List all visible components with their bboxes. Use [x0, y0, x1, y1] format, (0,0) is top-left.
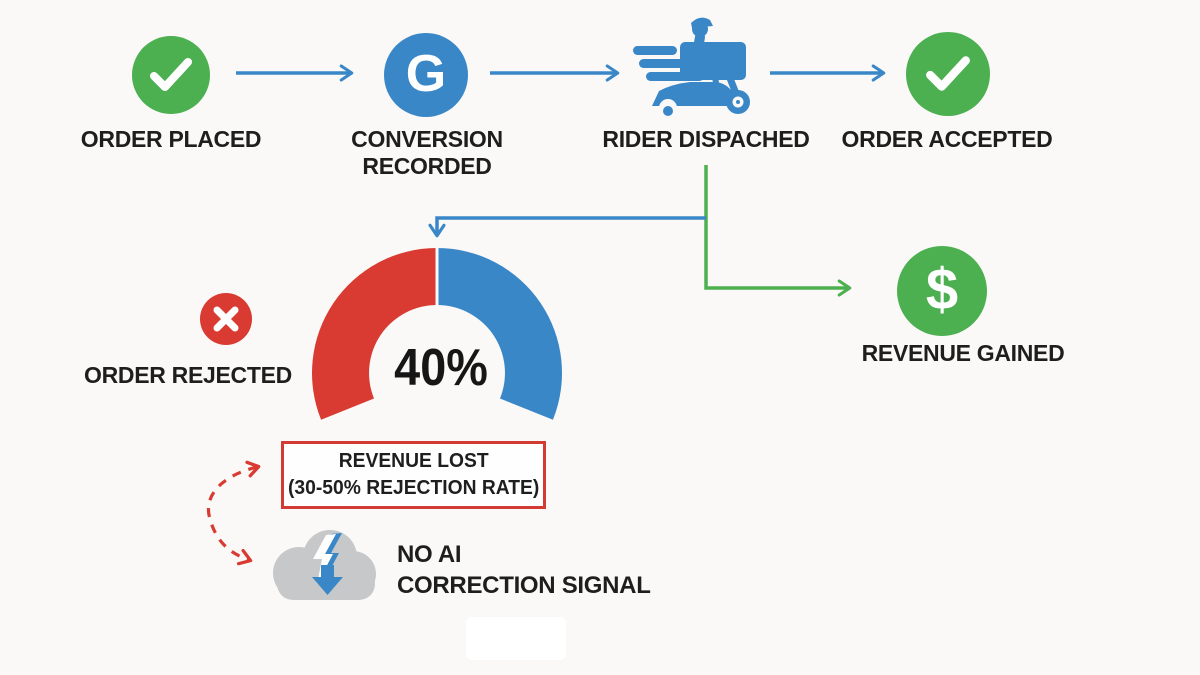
- gauge-arc-red: [312, 248, 437, 420]
- background-patch: [466, 617, 566, 660]
- x-icon: [213, 306, 239, 332]
- gauge-chart: [312, 245, 562, 420]
- no-ai-signal-label: NO AI CORRECTION SIGNAL: [397, 541, 651, 599]
- dashed-feedback-arrow: [207, 460, 261, 566]
- gauge-value: 40%: [394, 339, 488, 397]
- branch-line-revenue-gained: [704, 165, 852, 297]
- revenue-lost-line2: (30-50% REJECTION RATE): [287, 476, 540, 499]
- order-accepted-label: ORDER ACCEPTED: [841, 126, 1053, 152]
- rider-dispatched-label: RIDER DISPACHED: [602, 126, 810, 152]
- delivery-scooter-icon: [633, 17, 750, 117]
- broken-cloud-icon: [273, 530, 376, 600]
- conversion-recorded-label: CONVERSION RECORDED: [351, 126, 503, 180]
- order-placed-label: ORDER PLACED: [80, 126, 262, 152]
- node-order-rejected: [200, 293, 252, 345]
- check-icon: [150, 58, 192, 91]
- node-order-accepted: [906, 32, 990, 116]
- lightning-crack-white: [313, 534, 336, 584]
- google-g-icon: G: [405, 45, 447, 103]
- dollar-icon: $: [925, 256, 959, 322]
- node-revenue-gained: $: [897, 246, 987, 336]
- revenue-lost-box: REVENUE LOST (30-50% REJECTION RATE): [281, 441, 546, 509]
- gauge-arc-blue: [437, 248, 562, 420]
- revenue-gained-label: REVENUE GAINED: [861, 340, 1065, 366]
- branch-line-to-gauge: [428, 216, 706, 238]
- node-conversion-recorded: G: [384, 33, 468, 117]
- revenue-lost-line1: REVENUE LOST: [338, 449, 489, 473]
- check-icon: [926, 56, 970, 91]
- node-order-placed: [132, 36, 210, 114]
- order-rejected-label: ORDER REJECTED: [84, 362, 292, 388]
- download-arrow-icon: [312, 565, 343, 595]
